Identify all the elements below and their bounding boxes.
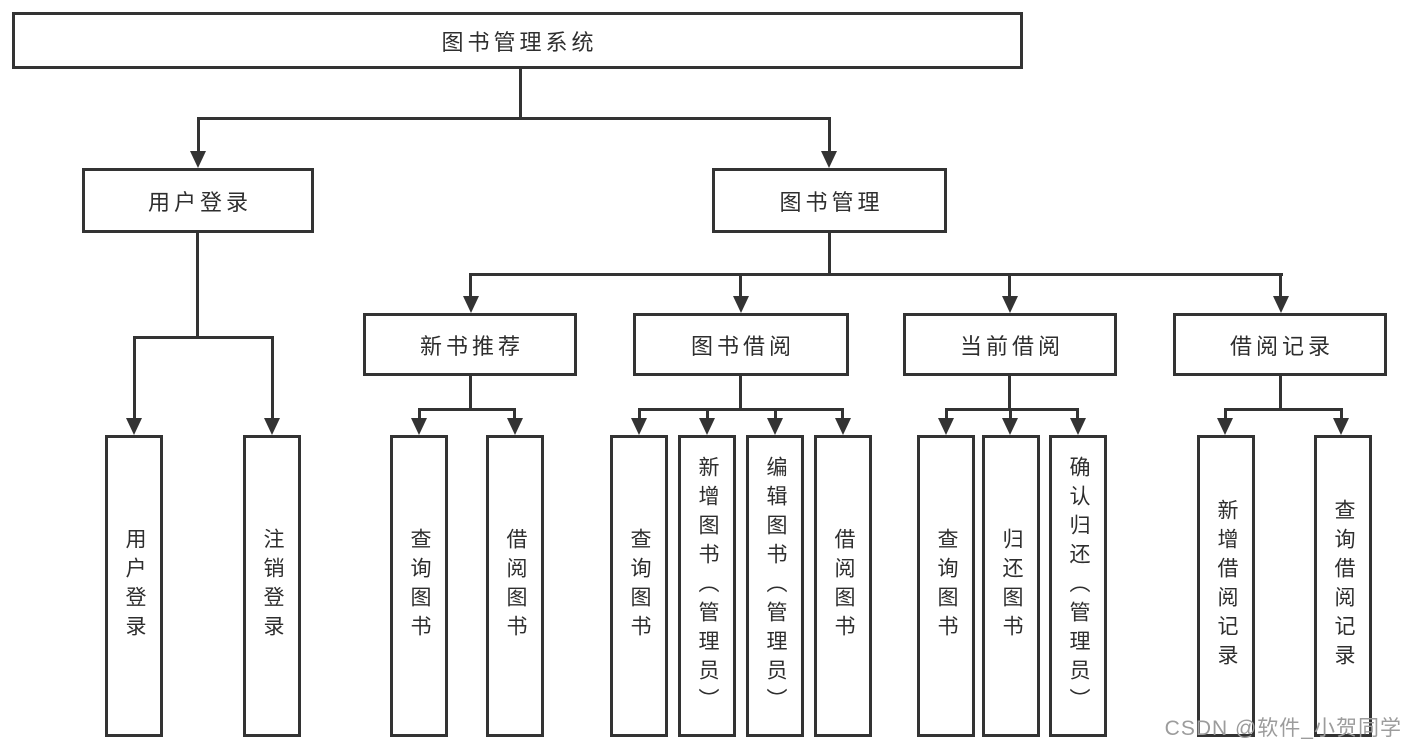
connector-root-split bbox=[197, 117, 831, 120]
connector-new-book-stem bbox=[469, 273, 472, 298]
leaf-add-borrow-record: 新增借阅记录 bbox=[1197, 435, 1255, 737]
connector-borrow-record-split bbox=[1224, 408, 1342, 411]
connector-current-borrow-down bbox=[1008, 376, 1011, 410]
leaf-edit-book-admin: 编辑图书（管理员） bbox=[746, 435, 804, 737]
node-label: 查询图书 bbox=[935, 528, 958, 644]
leaf-borrow-books-borrowing: 借阅图书 bbox=[814, 435, 872, 737]
leaf-user-login: 用户登录 bbox=[105, 435, 163, 737]
node-label: 图书借阅 bbox=[690, 333, 795, 359]
connector-book-mgmt-stem bbox=[828, 117, 831, 153]
connector-leaf-stem bbox=[1340, 408, 1343, 419]
connector-leaf-stem bbox=[1224, 408, 1227, 419]
node-new-book-recommend: 新书推荐 bbox=[363, 313, 577, 376]
node-label: 查询图书 bbox=[628, 528, 651, 644]
arrowhead-leaf-query-books-3 bbox=[938, 418, 954, 435]
connector-root-stem bbox=[519, 69, 522, 119]
node-label: 图书管理 bbox=[779, 189, 884, 215]
connector-book-borrow-split bbox=[638, 408, 844, 411]
node-user-login: 用户登录 bbox=[82, 168, 314, 233]
arrowhead-leaf-edit-book bbox=[767, 418, 783, 435]
node-label: 借阅图书 bbox=[504, 528, 527, 644]
arrowhead-leaf-borrow-books-1 bbox=[507, 418, 523, 435]
node-label: 用户登录 bbox=[123, 528, 146, 644]
node-label: 当前借阅 bbox=[959, 333, 1064, 359]
arrowhead-user-login bbox=[190, 151, 206, 168]
arrowhead-leaf-return-book bbox=[1002, 418, 1018, 435]
leaf-query-books-recommend: 查询图书 bbox=[390, 435, 448, 737]
connector-current-borrow-stem bbox=[1008, 273, 1011, 298]
node-label: 新书推荐 bbox=[419, 333, 524, 359]
connector-leaf-logout-stem bbox=[271, 336, 274, 419]
connector-book-borrow-down bbox=[739, 376, 742, 410]
node-label: 查询借阅记录 bbox=[1332, 499, 1355, 673]
node-label: 查询图书 bbox=[408, 528, 431, 644]
node-borrowing-records: 借阅记录 bbox=[1173, 313, 1387, 376]
connector-leaf-login-stem bbox=[133, 336, 136, 419]
node-label: 新增图书（管理员） bbox=[696, 455, 719, 717]
connector-user-login-split bbox=[133, 336, 274, 339]
arrowhead-leaf-logout bbox=[264, 418, 280, 435]
arrowhead-leaf-add-book bbox=[699, 418, 715, 435]
connector-leaf-stem bbox=[945, 408, 948, 419]
connector-leaf-stem bbox=[841, 408, 844, 419]
connector-leaf-stem bbox=[1009, 408, 1012, 419]
node-label: 图书管理系统 bbox=[441, 29, 598, 55]
arrowhead-leaf-query-books-1 bbox=[411, 418, 427, 435]
node-current-borrowing: 当前借阅 bbox=[903, 313, 1117, 376]
node-label: 新增借阅记录 bbox=[1215, 499, 1238, 673]
leaf-borrow-books-recommend: 借阅图书 bbox=[486, 435, 544, 737]
node-label: 借阅图书 bbox=[832, 528, 855, 644]
connector-leaf-stem bbox=[774, 408, 777, 419]
csdn-watermark: CSDN @软件_小贺同学 bbox=[1164, 717, 1402, 740]
leaf-query-books-borrowing: 查询图书 bbox=[610, 435, 668, 737]
node-label: 注销登录 bbox=[261, 528, 284, 644]
connector-leaf-stem bbox=[513, 408, 516, 419]
connector-current-borrow-split bbox=[945, 408, 1079, 411]
node-label: 借阅记录 bbox=[1229, 333, 1334, 359]
connector-leaf-stem bbox=[638, 408, 641, 419]
arrowhead-new-book bbox=[463, 296, 479, 313]
leaf-query-books-current: 查询图书 bbox=[917, 435, 975, 737]
node-label: 用户登录 bbox=[147, 189, 252, 215]
node-book-borrowing: 图书借阅 bbox=[633, 313, 849, 376]
arrowhead-leaf-add-record bbox=[1217, 418, 1233, 435]
connector-user-login-stem bbox=[197, 117, 200, 153]
leaf-add-book-admin: 新增图书（管理员） bbox=[678, 435, 736, 737]
connector-leaf-stem bbox=[1076, 408, 1079, 419]
connector-borrow-record-stem bbox=[1279, 273, 1282, 298]
leaf-query-borrow-record: 查询借阅记录 bbox=[1314, 435, 1372, 737]
arrowhead-leaf-query-books-2 bbox=[631, 418, 647, 435]
arrowhead-leaf-borrow-books-2 bbox=[835, 418, 851, 435]
node-library-management-system: 图书管理系统 bbox=[12, 12, 1023, 69]
node-book-management: 图书管理 bbox=[712, 168, 947, 233]
leaf-logout: 注销登录 bbox=[243, 435, 301, 737]
leaf-confirm-return-admin: 确认归还（管理员） bbox=[1049, 435, 1107, 737]
connector-leaf-stem bbox=[706, 408, 709, 419]
arrowhead-leaf-query-record bbox=[1333, 418, 1349, 435]
arrowhead-current-borrow bbox=[1002, 296, 1018, 313]
node-label: 编辑图书（管理员） bbox=[764, 455, 787, 717]
arrowhead-book-mgmt bbox=[821, 151, 837, 168]
connector-book-mgmt-split bbox=[470, 273, 1283, 276]
leaf-return-book: 归还图书 bbox=[982, 435, 1040, 737]
connector-book-borrow-stem bbox=[739, 273, 742, 298]
connector-book-mgmt-down bbox=[828, 233, 831, 276]
arrowhead-borrow-record bbox=[1273, 296, 1289, 313]
arrowhead-leaf-confirm-return bbox=[1070, 418, 1086, 435]
arrowhead-book-borrow bbox=[733, 296, 749, 313]
node-label: 归还图书 bbox=[1000, 528, 1023, 644]
connector-user-login-down bbox=[196, 233, 199, 339]
connector-new-book-split bbox=[418, 408, 516, 411]
connector-borrow-record-down bbox=[1279, 376, 1282, 410]
connector-leaf-stem bbox=[418, 408, 421, 419]
arrowhead-leaf-login bbox=[126, 418, 142, 435]
connector-new-book-down bbox=[469, 376, 472, 410]
node-label: 确认归还（管理员） bbox=[1067, 455, 1090, 717]
